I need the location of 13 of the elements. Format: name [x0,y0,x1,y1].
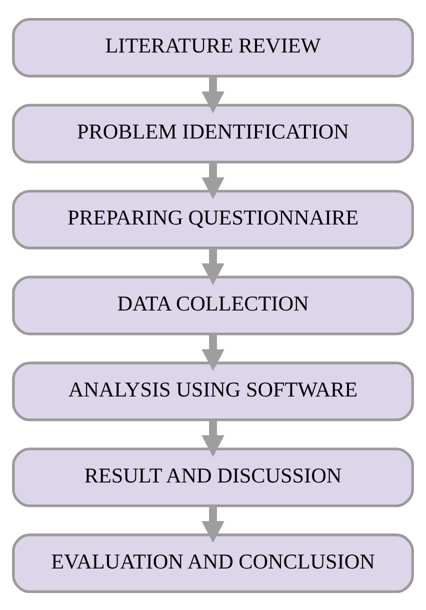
node-box: PREPARING QUESTIONNAIRE [12,189,414,249]
arrow [202,248,224,285]
node-box: ANALYSIS USING SOFTWARE [12,361,414,421]
node-box: DATA COLLECTION [12,275,414,335]
arrow [202,162,224,199]
arrow [202,505,224,542]
node-box: EVALUATION AND CONCLUSION [12,533,414,593]
arrow [202,334,224,371]
node-box: LITERATURE REVIEW [12,17,414,77]
arrow [202,76,224,113]
arrow [202,420,224,456]
node-box: PROBLEM IDENTIFICATION [12,103,414,163]
node-box: RESULT AND DISCUSSION [12,447,414,507]
